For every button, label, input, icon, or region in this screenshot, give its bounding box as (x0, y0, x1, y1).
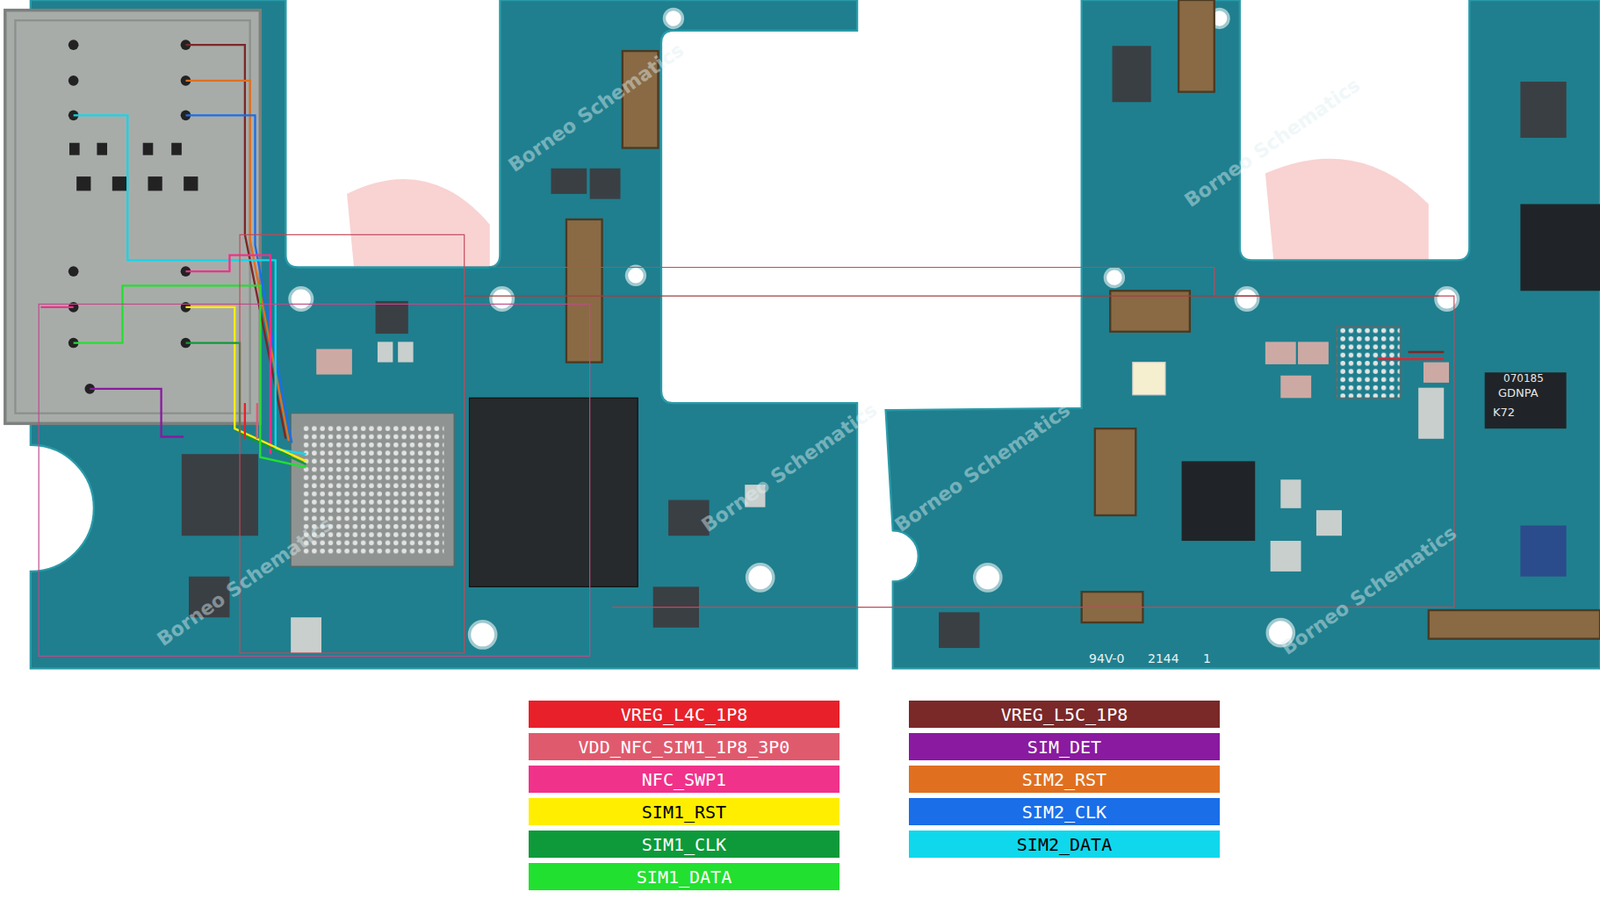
legend-swatch: SIM_DET (908, 733, 1220, 761)
legend-text: SIM2_CLK (1022, 801, 1107, 823)
chip-marking: 070185 (1503, 372, 1544, 385)
legend-swatch: SIM2_RST (908, 765, 1220, 793)
chip-marking: K72 (1492, 405, 1515, 419)
legend-swatch: SIM1_CLK (528, 830, 840, 858)
legend-swatch: SIM1_DATA (528, 863, 840, 891)
legend-text: VREG_L4C_1P8 (620, 704, 749, 726)
legend-text: VDD_NFC_SIM1_1P8_3P0 (578, 736, 791, 758)
legend-swatch: VDD_NFC_SIM1_1P8_3P0 (528, 733, 840, 761)
legend-swatch: SIM1_RST (528, 798, 840, 826)
legend-text: VREG_L5C_1P8 (1001, 704, 1129, 726)
legend-swatch: VREG_L4C_1P8 (528, 700, 840, 728)
legend-text: SIM1_RST (641, 801, 727, 823)
legend-text: SIM2_RST (1022, 769, 1107, 791)
board-right (886, 0, 1600, 669)
legend-swatch: SIM2_DATA (908, 830, 1220, 858)
board-marking: 1 (1203, 651, 1211, 666)
legend-text: SIM1_CLK (641, 834, 727, 856)
chip-marking: GDNPA (1498, 386, 1539, 400)
legend-text: SIM1_DATA (636, 866, 732, 888)
legend-text: SIM_DET (1027, 736, 1102, 758)
legend-text: NFC_SWP1 (641, 769, 727, 791)
legend-swatch: VREG_L5C_1P8 (908, 700, 1220, 728)
legend-swatch: SIM2_CLK (908, 798, 1220, 826)
legend-swatch: NFC_SWP1 (528, 765, 840, 793)
board-marking: 94V-0 (1088, 651, 1125, 666)
board-marking: 2144 (1147, 651, 1180, 666)
legend-text: SIM2_DATA (1016, 834, 1112, 856)
